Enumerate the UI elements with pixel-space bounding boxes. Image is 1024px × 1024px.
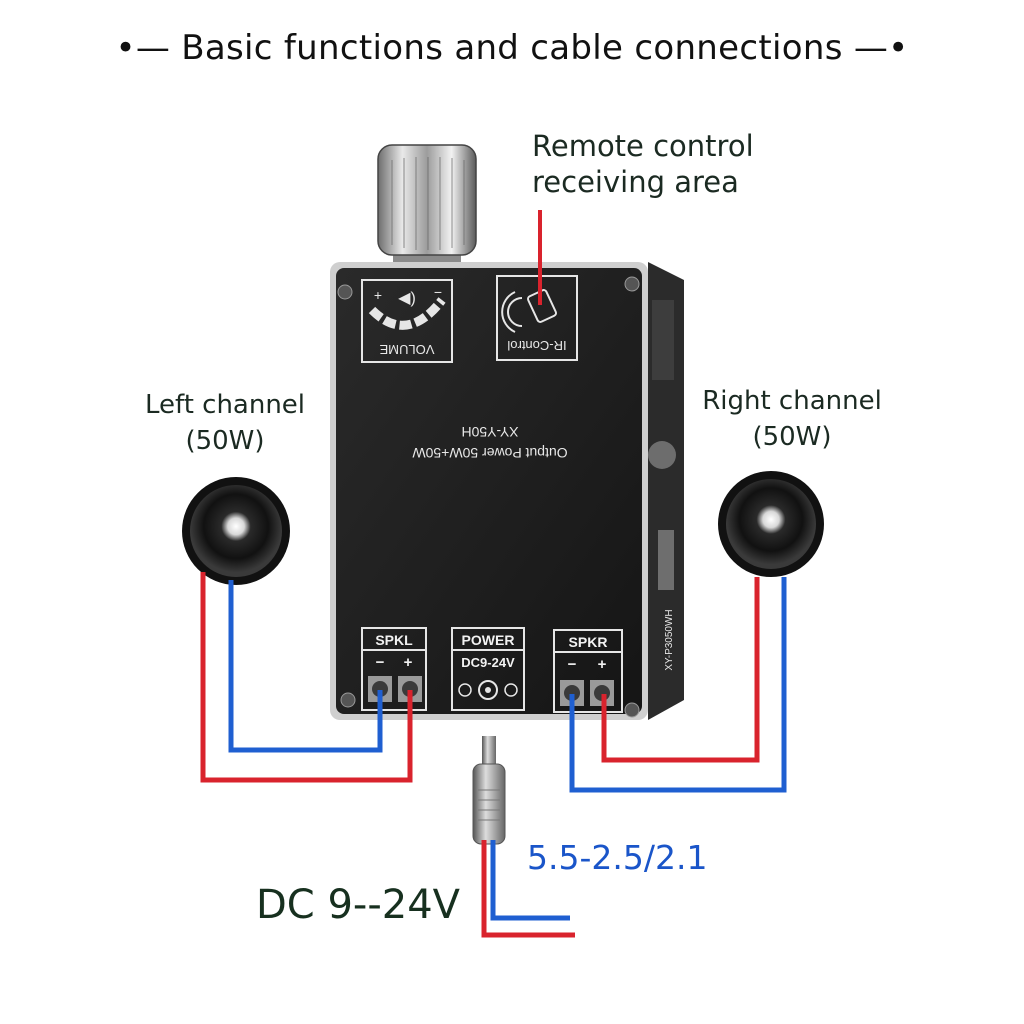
spkr-plus: +: [598, 656, 607, 673]
right-channel-label: Right channel (50W): [702, 386, 882, 452]
title-text: Basic functions and cable connections: [181, 28, 843, 68]
spkr-label: SPKR: [569, 634, 608, 650]
dc-blue-wire: [490, 840, 570, 921]
right-blue-wire: [569, 577, 787, 793]
board-side-model: XY-P3050WH: [664, 609, 675, 670]
right-speaker: [718, 471, 824, 577]
volume-speaker-icon: ◀): [398, 290, 416, 307]
power-dc-range: DC9-24V: [461, 655, 515, 670]
dc-plug: [472, 736, 506, 845]
left-blue-wire: [228, 580, 383, 753]
dc-input-label: DC 9--24V: [256, 882, 461, 928]
left-red-wire: [200, 572, 413, 783]
dc-red-wire: [481, 840, 575, 938]
svg-text:+: +: [374, 287, 382, 303]
svg-text:−: −: [434, 284, 442, 300]
amplifier-board: ◀) + −: [330, 262, 648, 720]
page-title: •— Basic functions and cable connections…: [0, 28, 1024, 68]
title-dash-right: —•: [853, 28, 909, 68]
power-label: POWER: [462, 632, 515, 648]
volume-knob: [377, 144, 477, 270]
title-dash-left: •—: [115, 28, 171, 68]
board-ir-label: IR-Control: [507, 338, 566, 353]
dc-jack-icon: [478, 680, 498, 700]
right-red-wire: [601, 577, 760, 763]
ir-signal-icon: [501, 291, 523, 333]
left-speaker: [182, 477, 290, 585]
board-volume-label: VOLUME: [379, 342, 434, 357]
spkl-minus: −: [376, 654, 385, 671]
board-output-power: Output Power 50W+50W: [412, 445, 568, 461]
board-side: [648, 262, 684, 720]
left-channel-label: Left channel (50W): [144, 390, 306, 456]
connector-size-label: 5.5-2.5/2.1: [527, 838, 708, 877]
spkl-plus: +: [404, 654, 413, 671]
remote-control-label: Remote control receiving area: [532, 129, 754, 199]
board-model: XY-Y50H: [461, 424, 518, 440]
spkr-minus: −: [568, 656, 577, 673]
spkl-label: SPKL: [375, 632, 413, 648]
